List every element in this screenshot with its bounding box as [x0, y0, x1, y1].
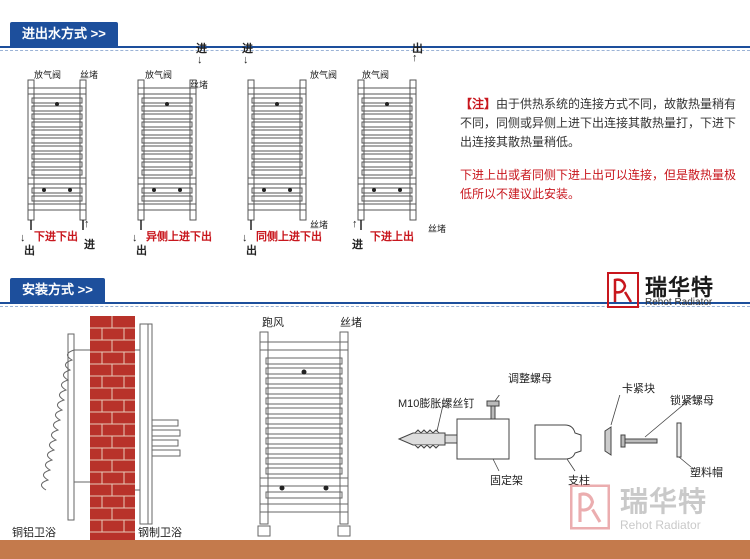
radiator-2-drawing	[137, 79, 197, 230]
brand-mark-icon	[607, 272, 639, 308]
arrow-out-down-3: ↓	[242, 232, 248, 244]
radiator-1-drawing	[27, 79, 87, 230]
part-label-clamp: 卡紧块	[622, 383, 655, 395]
brand-mark-watermark-icon	[570, 484, 610, 530]
section-header-install: 安装方式 >>	[0, 278, 750, 307]
note-text: 【注】由于供热系统的连接方式不同，故散热量稍有不同，同侧或异侧上进下出连接其散热…	[460, 97, 737, 149]
floor-strip	[0, 540, 750, 559]
section-header-flow: 进出水方式 >>	[0, 22, 750, 51]
part-label-pillar: 支柱	[568, 475, 590, 487]
radiator-4-drawing	[357, 79, 417, 230]
radiator-label-plug: 丝堵	[340, 317, 362, 329]
radiator-1-caption: 下进下出	[34, 231, 78, 243]
radiator-4-caption: 下进上出	[370, 231, 414, 243]
part-label-bracket: 固定架	[490, 475, 523, 487]
install-label-steel: 钢制卫浴	[138, 527, 182, 539]
radiator-2-caption: 异侧上进下出	[146, 231, 212, 243]
part-label-adjust-nut: 调整螺母	[508, 373, 552, 385]
arrow-out-down-1: ↓	[20, 232, 26, 244]
arrow-out-up-4: ↑	[412, 52, 418, 64]
mounting-parts-drawing	[397, 395, 695, 472]
brand-logo-watermark: 瑞华特 Rehot Radiator	[570, 480, 740, 538]
arrow-in-down-2: ↓	[197, 54, 203, 66]
part-label-plastic-cap: 塑料帽	[690, 467, 723, 479]
part-label-expansion-bolt: M10膨胀螺丝钉	[398, 398, 475, 410]
arrow-in-up-1: ↑	[84, 218, 90, 230]
radiator-3-drawing	[247, 79, 307, 230]
brand-logo: 瑞华特 Rehot Radiator	[607, 270, 737, 314]
part-label-lock-nut: 锁紧螺母	[670, 395, 714, 407]
front-radiator-drawing	[257, 331, 351, 537]
warning-text: 下进上出或者同侧下进上出可以连接，但是散热量极低所以不建议此安装。	[460, 168, 737, 201]
arrow-out-down-2: ↓	[132, 232, 138, 244]
install-label-copper-aluminum: 铜铝卫浴	[12, 527, 56, 539]
section-title-flow: 进出水方式 >>	[10, 22, 118, 46]
arrow-in-up-4: ↑	[352, 218, 358, 230]
arrow-in-down-3: ↓	[243, 54, 249, 66]
wall-install-drawing	[41, 316, 181, 542]
radiator-label-air-vent: 跑风	[262, 317, 284, 329]
section-title-install: 安装方式 >>	[10, 278, 105, 302]
radiator-3-caption: 同侧上进下出	[256, 231, 322, 243]
